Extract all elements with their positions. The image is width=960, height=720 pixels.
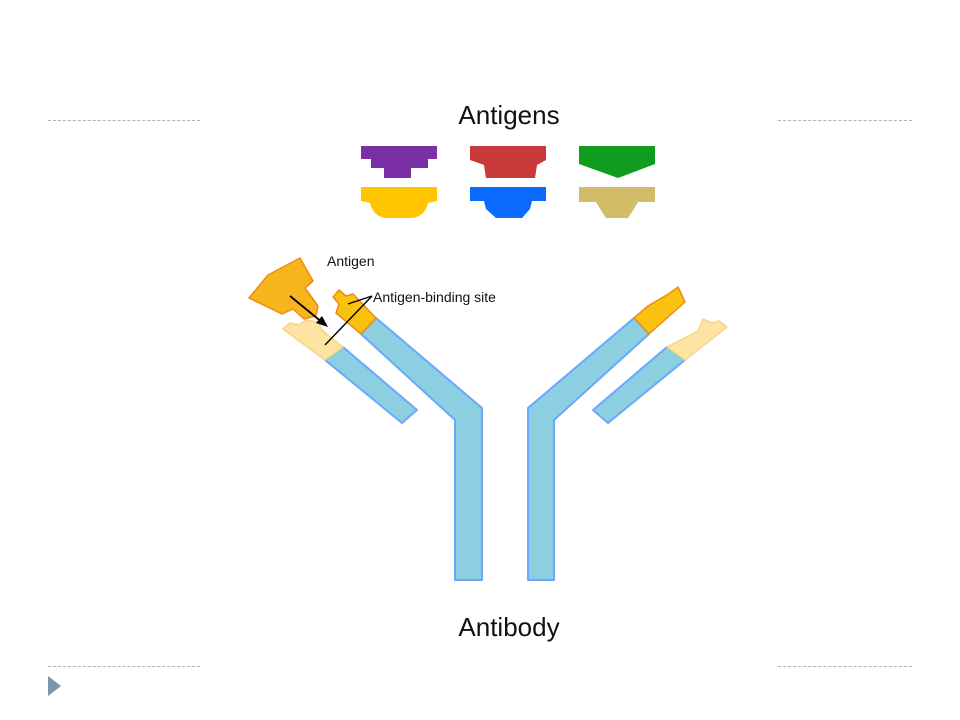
left-heavy-binding-region	[332, 289, 377, 335]
bottom-left-divider	[48, 666, 200, 667]
antigen-swatch-grid	[361, 146, 655, 218]
antigen-binding-site-label: Antigen-binding site	[373, 289, 496, 305]
antibody-title: Antibody	[458, 612, 559, 642]
green-antigen	[579, 146, 655, 178]
top-right-divider	[778, 120, 912, 121]
yellow-antigen	[361, 187, 437, 218]
right-heavy-binding-region	[633, 286, 686, 335]
right-light-binding-region	[666, 318, 728, 361]
left-heavy-chain	[360, 317, 483, 581]
red-antigen	[470, 146, 546, 178]
next-slide-arrow-icon[interactable]	[48, 676, 61, 696]
blue-antigen	[470, 187, 546, 218]
antibody	[282, 286, 728, 581]
top-left-divider	[48, 120, 200, 121]
binding-site-leaders	[324, 295, 373, 346]
antigen-label: Antigen	[327, 253, 374, 269]
bottom-right-divider	[778, 666, 912, 667]
purple-antigen	[361, 146, 437, 178]
right-heavy-chain	[527, 317, 650, 581]
antigens-title: Antigens	[458, 100, 559, 130]
khaki-antigen	[579, 187, 655, 218]
left-light-binding-region	[282, 319, 344, 361]
binding-arrow	[289, 295, 328, 327]
